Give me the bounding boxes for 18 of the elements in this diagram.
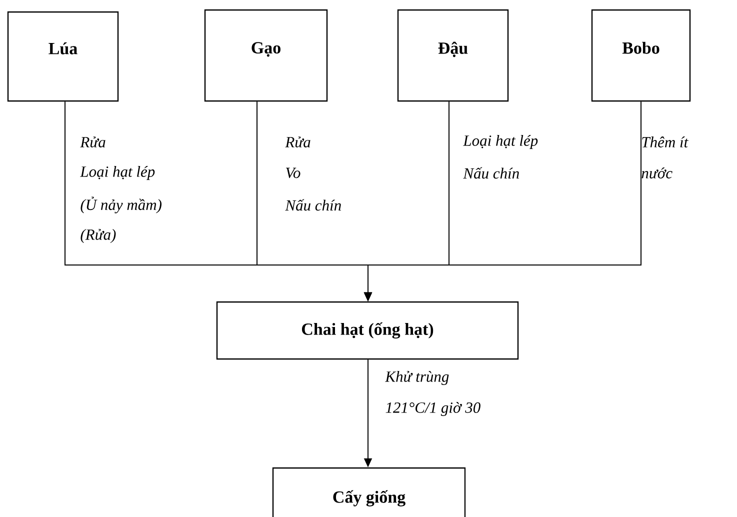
step-label: Nấu chín (285, 199, 341, 211)
step-label: (Rửa) (80, 228, 116, 243)
process-box: Gạo (204, 9, 328, 102)
process-box: Bobo (591, 9, 691, 102)
step-label: (Ủ nảy mầm) (80, 196, 162, 214)
step-label: nước (642, 168, 672, 178)
step-label: Rửa (80, 136, 106, 148)
process-box: Lúa (7, 11, 119, 102)
process-box: Cấy giống (272, 467, 466, 517)
step-label: 121°C/1 giờ 30 (386, 402, 480, 416)
process-box: Đậu (397, 9, 509, 102)
process-box: Chai hạt (ống hạt) (216, 301, 519, 360)
step-label: Loại hạt lép (80, 166, 155, 180)
step-label: Thêm ít (642, 136, 688, 148)
step-label: Vo (286, 168, 300, 178)
step-label: Nấu chín (463, 167, 519, 179)
step-label: Rửa (285, 136, 310, 148)
step-label: Loại hạt lép (463, 134, 538, 150)
